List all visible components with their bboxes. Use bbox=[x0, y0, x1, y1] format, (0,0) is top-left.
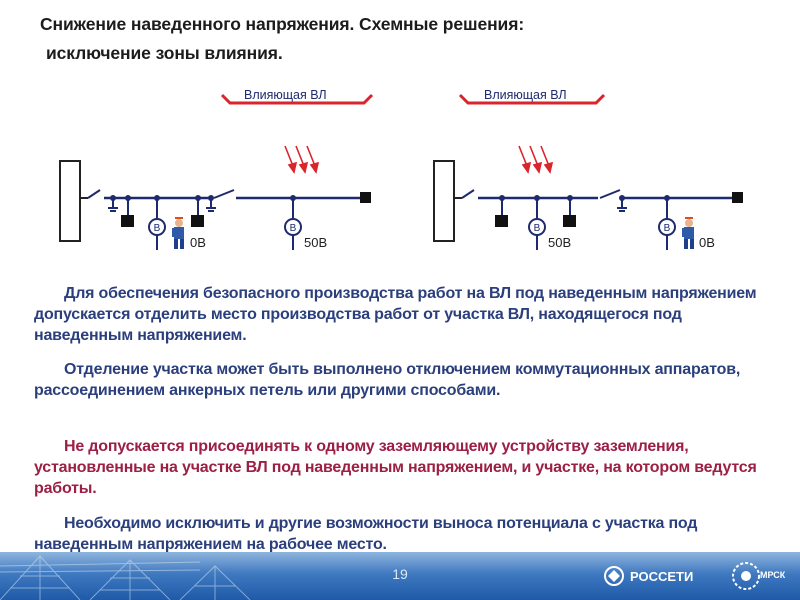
title-line-2: исключение зоны влияния. bbox=[46, 43, 283, 63]
paragraph-3-warning: Не допускается присоединять к одному заз… bbox=[34, 438, 757, 497]
svg-text:В: В bbox=[664, 223, 671, 234]
right-switch-2 bbox=[599, 189, 621, 199]
left-voltmeter-1: В bbox=[148, 218, 166, 250]
left-influence-line bbox=[220, 93, 374, 105]
mrsk-logo: МРСК bbox=[730, 560, 796, 594]
left-grounding-block-1 bbox=[121, 215, 134, 227]
left-influence-label: Влияющая ВЛ bbox=[244, 88, 327, 102]
right-influence-line bbox=[458, 93, 606, 105]
right-grounding-block-1 bbox=[495, 215, 508, 227]
footer-band bbox=[0, 552, 800, 600]
right-voltage-worker: 0В bbox=[699, 235, 715, 250]
rosseti-logo-text: РОССЕТИ bbox=[630, 568, 694, 584]
right-worker bbox=[682, 217, 694, 249]
right-grounding-block-2 bbox=[563, 215, 576, 227]
right-influence-label: Влияющая ВЛ bbox=[484, 88, 567, 102]
rosseti-logo-icon bbox=[604, 566, 624, 586]
right-substation bbox=[433, 160, 455, 242]
svg-text:В: В bbox=[154, 223, 161, 234]
mrsk-logo-text: МРСК bbox=[760, 570, 786, 580]
svg-text:В: В bbox=[290, 223, 297, 234]
paragraph-1: Для обеспечения безопасного производства… bbox=[34, 285, 757, 344]
mrsk-logo-icon bbox=[732, 562, 760, 590]
left-switch-1 bbox=[87, 189, 101, 199]
left-voltage-section: 50В bbox=[304, 235, 327, 250]
left-diagram: Влияющая ВЛ В 0В bbox=[59, 88, 374, 250]
left-substation bbox=[59, 160, 81, 242]
left-induction-arrows bbox=[284, 145, 320, 174]
page-number: 19 bbox=[392, 566, 408, 582]
left-switch-2 bbox=[213, 189, 235, 199]
right-switch-1 bbox=[461, 189, 475, 199]
svg-text:В: В bbox=[534, 223, 541, 234]
right-voltmeter-2: В bbox=[658, 218, 676, 250]
right-diagram: Влияющая ВЛ В 50В В bbox=[433, 88, 743, 250]
footer-lattice-decoration bbox=[0, 555, 251, 600]
right-voltage-section: 50В bbox=[548, 235, 571, 250]
left-voltage-worker: 0В bbox=[190, 235, 206, 250]
right-induction-arrows bbox=[518, 145, 554, 174]
slide-title: Снижение наведенного напряжения. Схемные… bbox=[40, 10, 524, 68]
right-line-end bbox=[732, 192, 743, 203]
paragraph-2: Отделение участка может быть выполнено о… bbox=[34, 361, 741, 399]
rosseti-logo: РОССЕТИ bbox=[604, 565, 693, 587]
left-voltmeter-2: В bbox=[284, 218, 302, 250]
title-line-1: Снижение наведенного напряжения. Схемные… bbox=[40, 14, 525, 34]
left-line-end bbox=[360, 192, 371, 203]
paragraph-4: Необходимо исключить и другие возможност… bbox=[34, 515, 698, 553]
circuit-diagram: Влияющая ВЛ В 0В bbox=[59, 88, 743, 250]
left-worker bbox=[172, 217, 184, 249]
left-grounding-block-2 bbox=[191, 215, 204, 227]
right-voltmeter-1: В bbox=[528, 218, 546, 250]
